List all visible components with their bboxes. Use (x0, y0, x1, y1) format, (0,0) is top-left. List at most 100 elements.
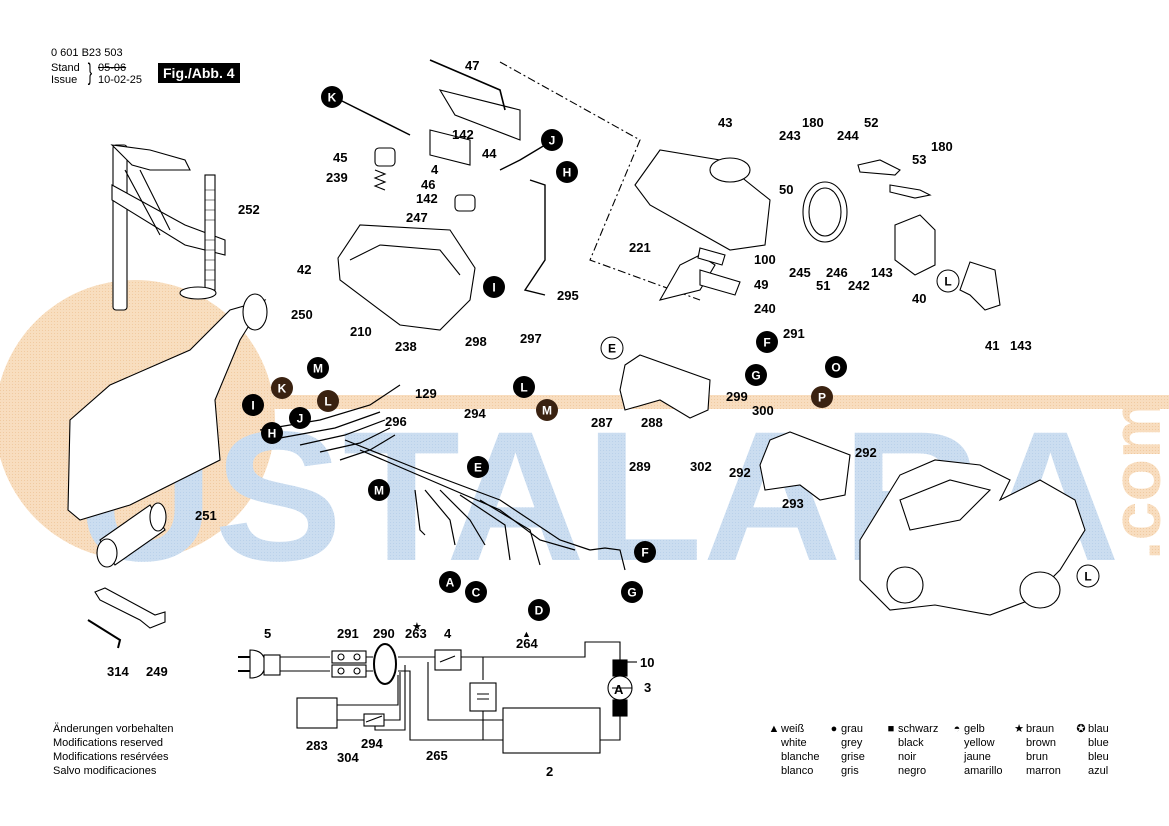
connector-letter: J (549, 134, 556, 148)
callout-180: 180 (802, 115, 824, 130)
connector-circle (621, 581, 643, 603)
note-de: Änderungen vorbehalten (53, 723, 174, 735)
callout-292b: 292 (855, 445, 877, 460)
issue-date: 10-02-25 (98, 74, 143, 86)
square-icon: ■ (887, 723, 895, 735)
part-number: 0 601 B23 503 (51, 47, 123, 59)
connector-f: F (756, 331, 778, 353)
callout-142b: 142 (416, 191, 438, 206)
connector-l: L (1076, 564, 1100, 588)
wiring-schematic (238, 641, 637, 754)
note-es: Salvo modificaciones (53, 765, 157, 777)
assembly-guide-line (499, 61, 701, 301)
connector-m: M (536, 399, 558, 421)
callout-296: 296 (385, 414, 407, 429)
callout-53: 53 (912, 152, 926, 167)
connector-e: E (467, 456, 489, 478)
connector-letter: M (313, 362, 323, 376)
schematic-283: 283 (306, 738, 328, 753)
schematic-5: 5 (264, 626, 271, 641)
watermark-suffix: .com (1097, 397, 1169, 560)
connector-j: J (289, 407, 311, 429)
triangle-icon: ▲ (768, 723, 780, 735)
schematic-3: 3 (644, 680, 651, 695)
cover-part (634, 149, 771, 301)
schematic-265: 265 (426, 748, 448, 763)
callout-288: 288 (641, 415, 663, 430)
watermark-orange-band (0, 395, 1169, 409)
callout-252: 252 (238, 202, 260, 217)
legend-blue: ✪blau blue bleu azul (1074, 722, 1108, 778)
connector-circle (528, 599, 550, 621)
callout-238: 238 (395, 339, 417, 354)
callout-129: 129 (415, 386, 437, 401)
old-date: 05-06 (98, 62, 127, 74)
callout-294: 294 (464, 406, 486, 421)
connector-letter: L (1084, 570, 1091, 584)
connector-g: G (621, 581, 643, 603)
figure-badge: Fig./Abb. 4 (158, 63, 240, 83)
callout-40: 40 (912, 291, 926, 306)
connector-m: M (368, 479, 390, 501)
callout-43: 43 (718, 115, 732, 130)
dust-bag-part (67, 293, 268, 521)
callout-180b: 180 (931, 139, 953, 154)
connector-circle (242, 394, 264, 416)
schematic-4: 4 (444, 626, 452, 641)
callout-143b: 143 (1010, 338, 1032, 353)
connector-letter: P (818, 391, 826, 405)
callout-41: 41 (985, 338, 999, 353)
flange-part (802, 159, 1001, 311)
connector-e: E (600, 336, 624, 360)
connector-letter: L (944, 275, 951, 289)
callout-245: 245 (789, 265, 811, 280)
callout-47: 47 (465, 58, 479, 73)
issue-label: Issue (51, 74, 78, 86)
connector-l: L (317, 390, 339, 412)
connector-circle (825, 356, 847, 378)
connector-letter: F (763, 336, 770, 350)
connector-h: H (261, 422, 283, 444)
callout-50: 50 (779, 182, 793, 197)
connector-letter: I (492, 281, 495, 295)
connector-circle (745, 364, 767, 386)
connector-letter: K (328, 91, 337, 105)
connector-circle (483, 276, 505, 298)
callout-49: 49 (754, 277, 768, 292)
connector-letter: G (627, 586, 636, 600)
handle-assembly-part (337, 59, 546, 331)
connector-letter: H (268, 427, 277, 441)
callout-4: 4 (431, 162, 439, 177)
callout-249: 249 (146, 664, 168, 679)
connector-circle (467, 456, 489, 478)
connector-circle (811, 386, 833, 408)
connector-k: K (321, 86, 343, 108)
callout-250: 250 (291, 307, 313, 322)
connector-letter: D (535, 604, 544, 618)
connector-circle (936, 269, 960, 293)
connector-c: C (465, 581, 487, 603)
schematic-290: 290 (373, 626, 395, 641)
callout-293: 293 (782, 496, 804, 511)
connector-d: D (528, 599, 550, 621)
connector-circle (556, 161, 578, 183)
connector-m: M (307, 357, 329, 379)
legend-brown: ★braun brown brun marron (1012, 722, 1061, 778)
callout-143: 143 (871, 265, 893, 280)
connector-letter: E (474, 461, 482, 475)
callout-210: 210 (350, 324, 372, 339)
connector-letter: G (751, 369, 760, 383)
switch-plate-part (619, 354, 851, 501)
callout-142: 142 (452, 127, 474, 142)
callout-297: 297 (520, 331, 542, 346)
connector-p: P (811, 386, 833, 408)
modification-notes: Änderungen vorbehalten Modifications res… (53, 722, 173, 778)
legend-yellow: ◓gelb yellow jaune amarillo (950, 722, 1003, 778)
callout-52: 52 (864, 115, 878, 130)
note-en: Modifications reserved (53, 737, 164, 749)
connector-letter: L (520, 381, 527, 395)
schematic-263: 263 (405, 626, 427, 641)
wire-harness (259, 384, 626, 571)
